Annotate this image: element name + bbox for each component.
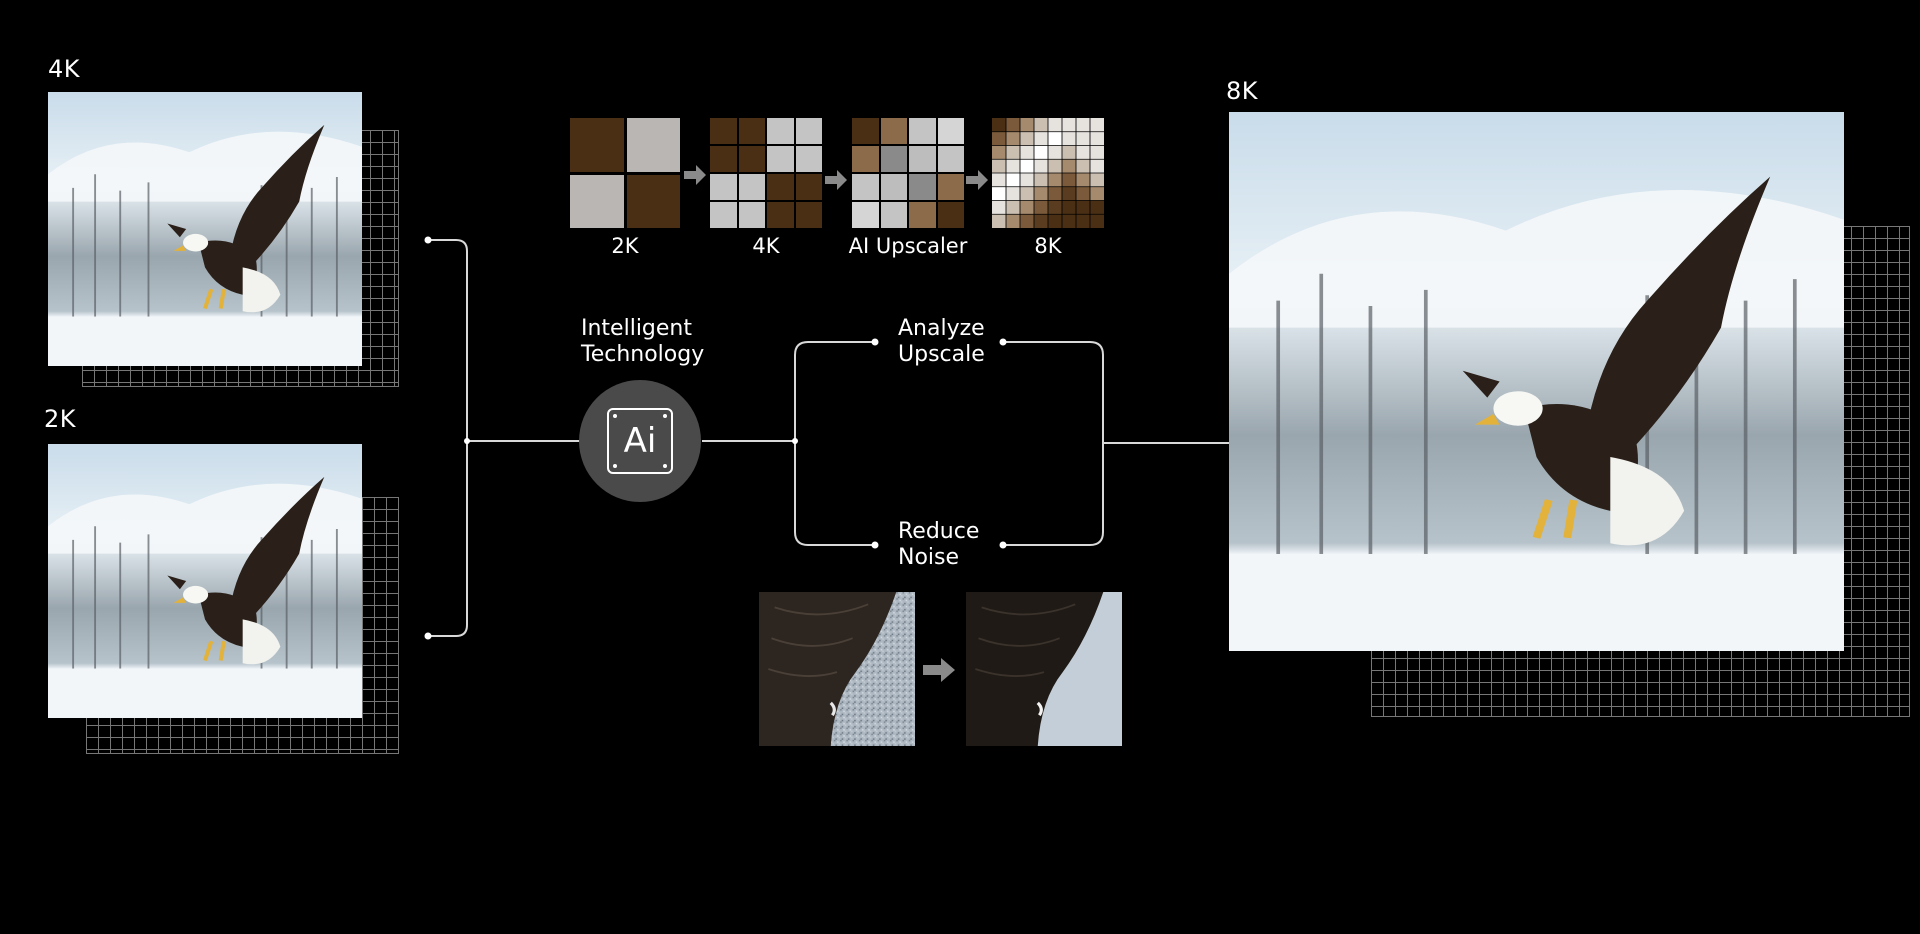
pixel-step-8k — [992, 118, 1104, 228]
branch-reduce-noise: Reduce Noise — [898, 519, 979, 571]
branch-bottom-line2: Noise — [898, 545, 960, 570]
branch-merge-bracket — [1003, 341, 1104, 546]
branch-top-line1: Analyze — [898, 316, 985, 341]
input-merge-bracket — [428, 239, 468, 637]
output-8k-label: 8K — [1226, 77, 1259, 105]
tech-label-line1: Intelligent — [581, 316, 692, 341]
noise-before-crop — [759, 592, 915, 746]
step-caption-4k: 4K — [752, 234, 780, 258]
step-arrow-3 — [966, 170, 988, 190]
output-8k-eagle-image — [1229, 112, 1844, 651]
noise-after-crop — [966, 592, 1122, 746]
branch-top-line2: Upscale — [898, 342, 985, 367]
branch-analyze-upscale: Analyze Upscale — [898, 316, 985, 368]
noise-arrow-icon — [923, 658, 955, 682]
step-arrow-2 — [825, 170, 847, 190]
branch-bottom-line1: Reduce — [898, 519, 980, 544]
step-arrow-1 — [684, 165, 706, 185]
intelligent-technology-label: Intelligent Technology — [581, 316, 704, 368]
input-2k-label: 2K — [44, 405, 77, 433]
ai-chip-icon: Ai — [607, 408, 673, 474]
pixel-step-4k — [710, 118, 822, 228]
input-4k-label: 4K — [48, 55, 81, 83]
ai-core-circle: Ai — [579, 380, 701, 502]
ai-chip-text: Ai — [623, 421, 657, 461]
tech-label-line2: Technology — [581, 342, 705, 367]
pixel-step-ai-upscaler — [852, 118, 964, 228]
step-caption-2k: 2K — [611, 234, 639, 258]
step-caption-ai-upscaler: AI Upscaler — [848, 234, 968, 258]
branch-top-line — [794, 341, 875, 441]
branch-bottom-line — [794, 441, 875, 546]
pixel-step-2k — [570, 118, 680, 228]
step-caption-8k: 8K — [1034, 234, 1062, 258]
